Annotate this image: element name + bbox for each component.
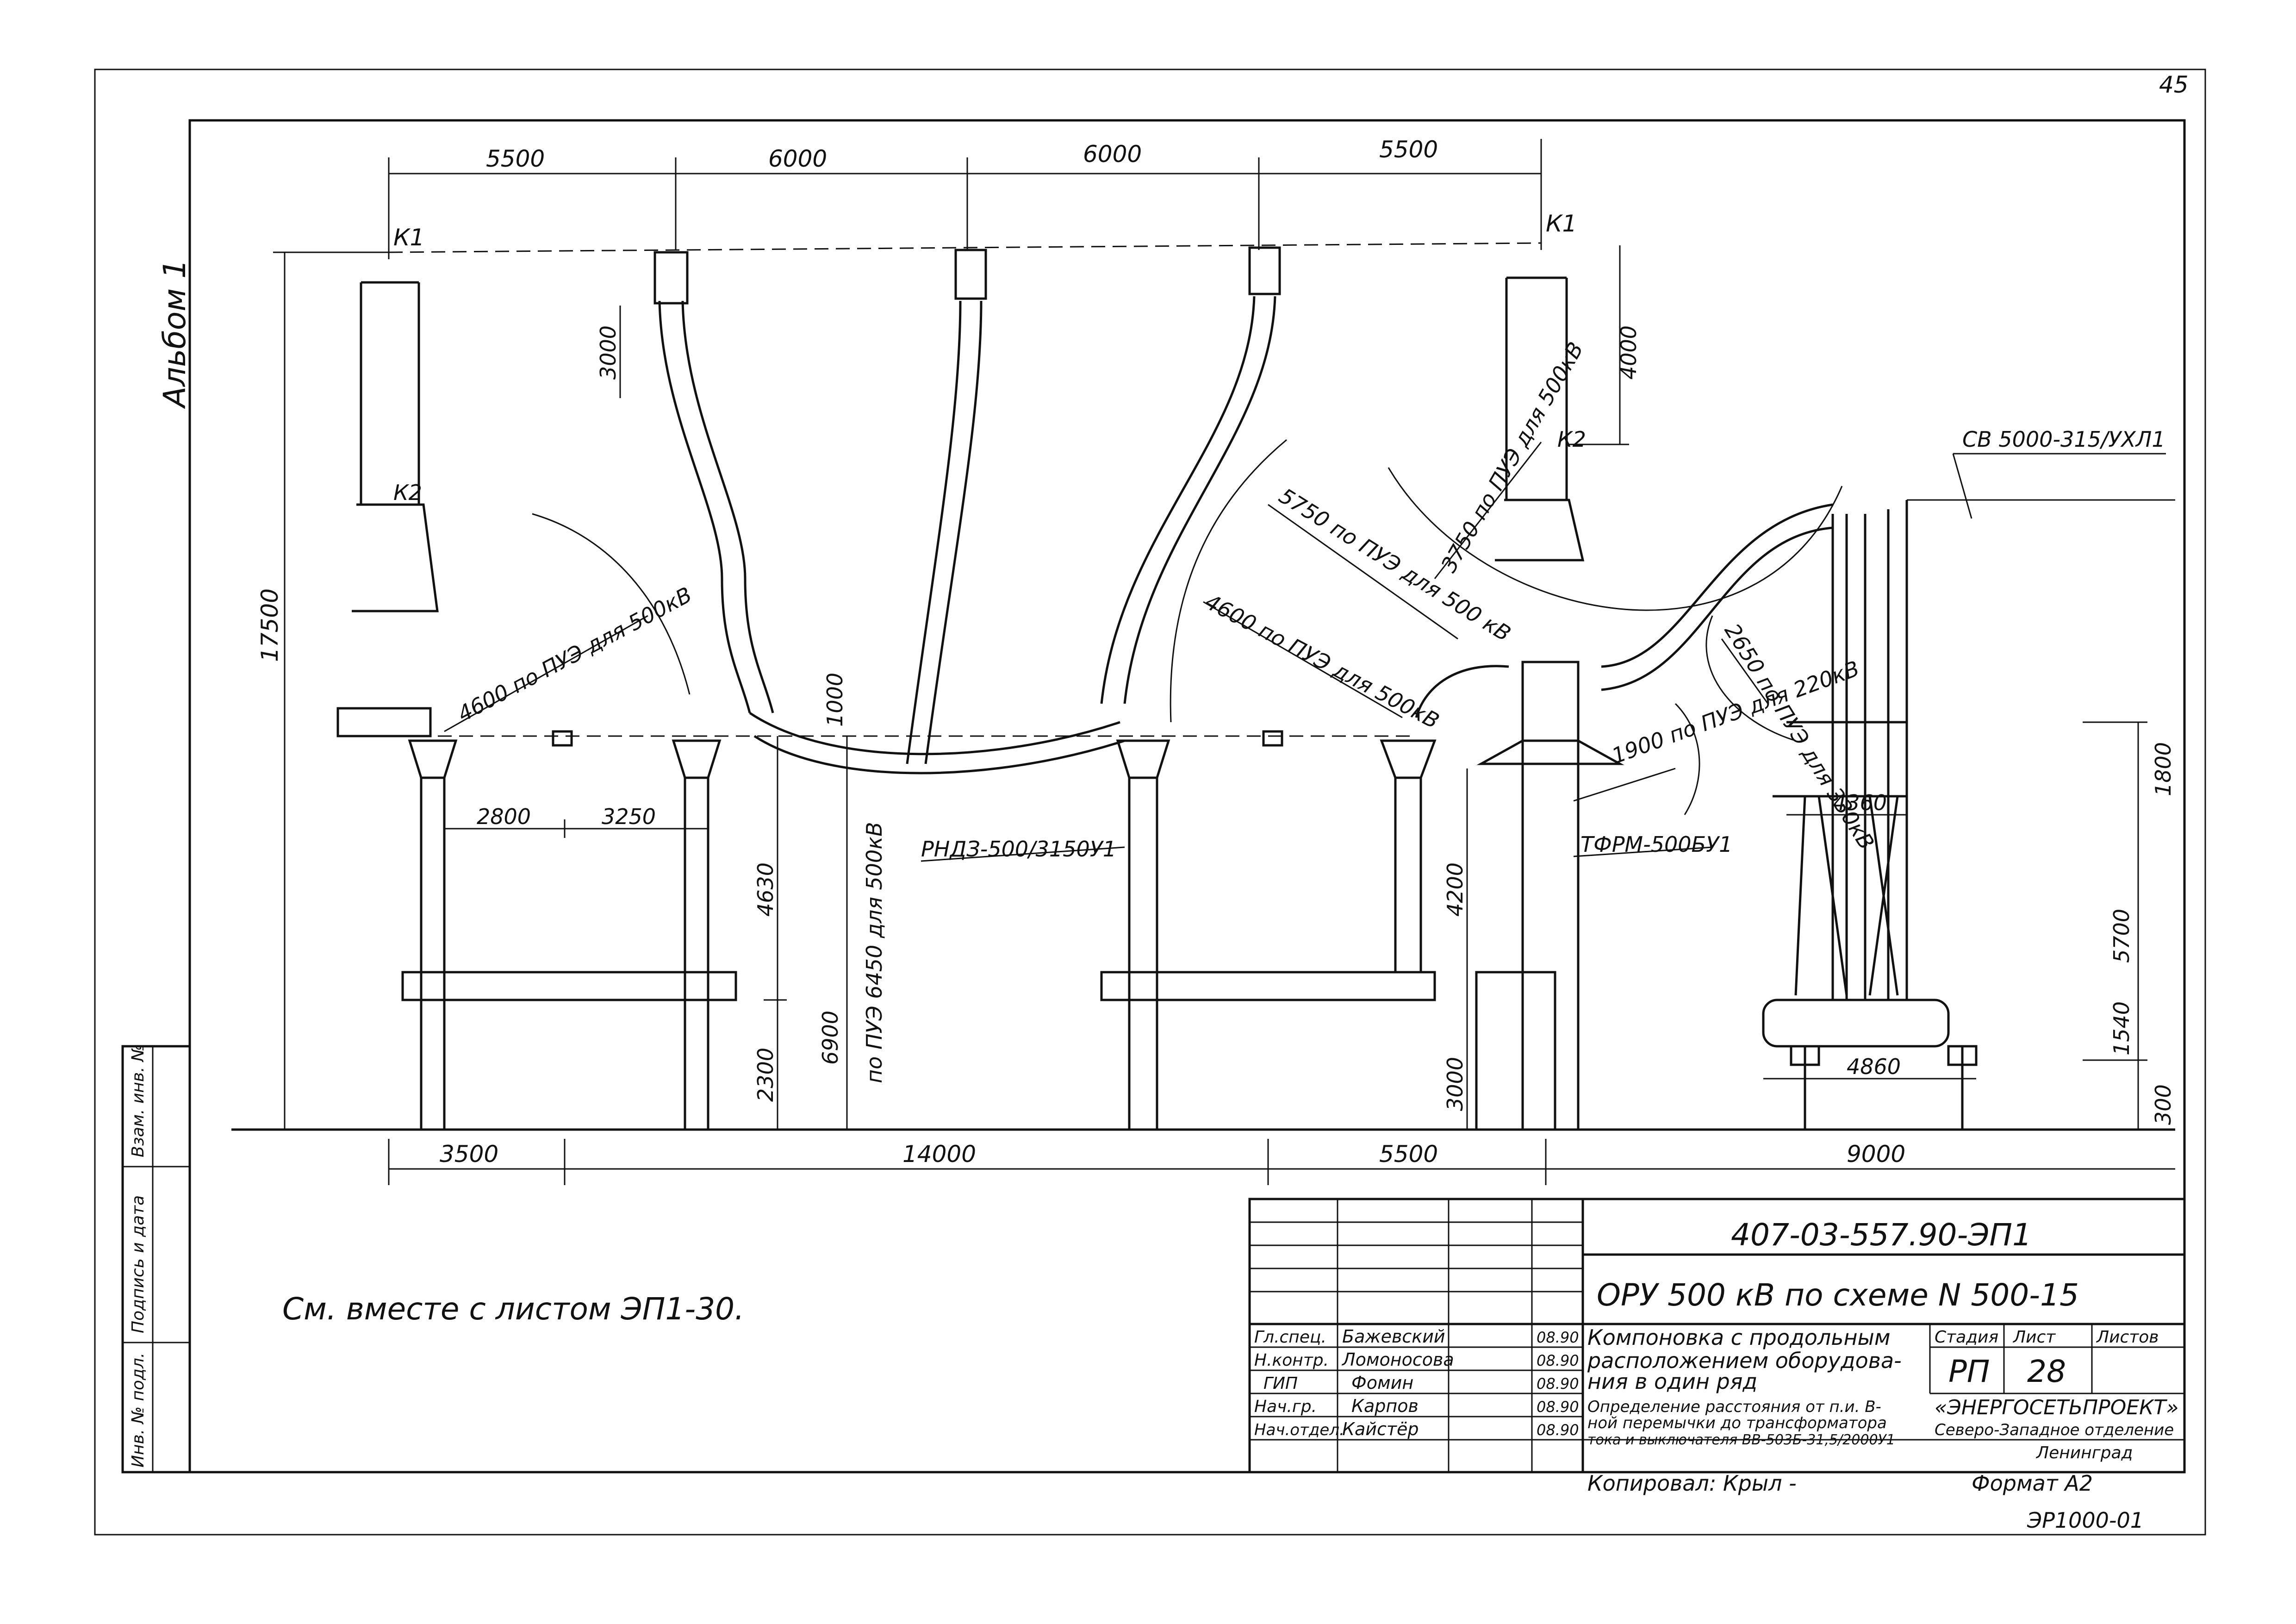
dim-top-1: 5500 bbox=[486, 145, 545, 172]
dim-6900: 6900 bbox=[818, 1011, 843, 1065]
desc-line-2: расположением оборудова- bbox=[1587, 1348, 1902, 1373]
label-k2-right: К2 bbox=[1557, 427, 1586, 452]
dim-bot-3: 5500 bbox=[1379, 1141, 1438, 1168]
stage-label: Стадия bbox=[1935, 1328, 1998, 1347]
dim-4860: 4860 bbox=[1847, 1054, 1901, 1079]
date-3: 08.90 bbox=[1537, 1375, 1579, 1393]
dim-3000-bot: 3000 bbox=[1443, 1057, 1468, 1111]
project-title: ОРУ 500 кВ по схеме N 500-15 bbox=[1597, 1277, 2079, 1313]
name-3: Фомин bbox=[1351, 1373, 1413, 1393]
desc-line-3: ния в один ряд bbox=[1587, 1369, 1757, 1394]
dim-5700: 5700 bbox=[2109, 909, 2134, 963]
side-stamp: Инв. № подл. Подпись и дата Взам. инв. № bbox=[121, 1044, 191, 1474]
desc2-line-3: тока и выключателя ВВ-503Б-31,5/2000У1 bbox=[1587, 1432, 1895, 1448]
dim-bot-1: 3500 bbox=[440, 1141, 498, 1168]
doc-code: 407-03-557.90-ЭП1 bbox=[1731, 1217, 2032, 1253]
role-5: Нач.отдел. bbox=[1254, 1421, 1344, 1439]
title-block: 407-03-557.90-ЭП1 ОРУ 500 кВ по схеме N … bbox=[1248, 1198, 2186, 1496]
date-4: 08.90 bbox=[1537, 1398, 1579, 1416]
middle-dimensions: 2800 3250 4630 2300 6900 по ПУЭ 6450 для… bbox=[443, 673, 2176, 1130]
stage-value: РП bbox=[1948, 1354, 1990, 1389]
note-4600-left: 4600 по ПУЭ для 500кВ bbox=[454, 582, 696, 727]
top-dimension-chain: 5500 6000 6000 5500 bbox=[388, 136, 1542, 259]
top-vertical-dims: 3000 4000 bbox=[596, 245, 1641, 445]
dim-1540: 1540 bbox=[2109, 1001, 2134, 1056]
dim-bot-2: 14000 bbox=[902, 1141, 976, 1168]
copied-by: Копировал: Крыл - bbox=[1587, 1471, 1797, 1496]
left-height-dimension: 17500 bbox=[256, 251, 389, 1130]
dim-4360: 4360 bbox=[1833, 790, 1887, 815]
role-4: Нач.гр. bbox=[1254, 1397, 1317, 1416]
note-4600-right: 4600 по ПУЭ для 500кВ bbox=[1201, 589, 1444, 734]
dim-300: 300 bbox=[2151, 1084, 2176, 1125]
name-1: Бажевский bbox=[1342, 1326, 1445, 1347]
dim-3250: 3250 bbox=[602, 804, 656, 829]
dim-3000-top: 3000 bbox=[596, 325, 621, 380]
date-2: 08.90 bbox=[1537, 1352, 1579, 1369]
label-k1-right: К1 bbox=[1546, 210, 1577, 237]
busbar-k1 bbox=[388, 242, 1542, 253]
format-label: Формат А2 bbox=[1972, 1471, 2093, 1496]
dim-6450: по ПУЭ 6450 для 500кВ bbox=[862, 822, 887, 1083]
dim-1800: 1800 bbox=[2151, 742, 2176, 796]
transformer-right bbox=[1762, 453, 2175, 1130]
org-branch: Северо-Западное отделение bbox=[1935, 1421, 2174, 1439]
portal-column-left: К2 bbox=[352, 281, 439, 612]
sheets-label: Листов bbox=[2096, 1328, 2159, 1347]
desc2-line-1: Определение расстояния от п.и. В- bbox=[1587, 1398, 1881, 1416]
bottom-dimension-chain: 3500 14000 5500 9000 bbox=[388, 1139, 2175, 1185]
inner-frame bbox=[188, 119, 2186, 1474]
dim-4200: 4200 bbox=[1443, 862, 1468, 917]
label-k1-left: К1 bbox=[393, 224, 424, 251]
label-k2-left: К2 bbox=[393, 480, 422, 505]
date-1: 08.90 bbox=[1537, 1329, 1579, 1346]
org-name: «ЭНЕРГОСЕТЬПРОЕКТ» bbox=[1935, 1396, 2178, 1419]
dim-top-3: 6000 bbox=[1083, 141, 1142, 168]
name-2: Ломоносова bbox=[1341, 1349, 1454, 1370]
name-5: Кайстёр bbox=[1342, 1419, 1419, 1439]
desc2-line-2: ной перемычки до трансформатора bbox=[1587, 1414, 1887, 1432]
note-3750: 3750 по ПУЭ для 500кВ bbox=[1436, 338, 1588, 577]
current-transformer bbox=[1475, 661, 1624, 1131]
clearance-dim-lines bbox=[444, 442, 1769, 802]
dim-1000: 1000 bbox=[822, 673, 847, 727]
role-3: ГИП bbox=[1263, 1374, 1298, 1393]
outer-frame bbox=[94, 69, 2206, 1536]
sheet-value: 28 bbox=[2027, 1354, 2066, 1389]
see-note: См. вместе с листом ЭП1-30. bbox=[282, 1291, 744, 1327]
insulator-strings bbox=[653, 246, 1281, 305]
dim-4630: 4630 bbox=[753, 862, 778, 917]
label-tfrm: ТФРМ-500БУ1 bbox=[1580, 832, 1732, 857]
sheet-code: ЭР1000-01 bbox=[2027, 1508, 2144, 1533]
clearance-arcs bbox=[532, 439, 1843, 815]
desc-line-1: Компоновка с продольным bbox=[1587, 1325, 1891, 1350]
conductor-droppers bbox=[658, 296, 1833, 775]
org-city: Ленинград bbox=[2035, 1443, 2133, 1462]
dim-2800: 2800 bbox=[477, 804, 531, 829]
label-rndz: РНДЗ-500/3150У1 bbox=[921, 837, 1116, 862]
date-5: 08.90 bbox=[1537, 1421, 1579, 1439]
name-4: Карпов bbox=[1351, 1396, 1419, 1416]
sheet-label: Лист bbox=[2012, 1328, 2056, 1347]
note-1900: 1900 по ПУЭ для 220кВ bbox=[1608, 656, 1862, 769]
support-insulators bbox=[401, 730, 1437, 1130]
role-2: Н.контр. bbox=[1254, 1351, 1329, 1370]
role-1: Гл.спец. bbox=[1254, 1328, 1326, 1347]
label-tds: СВ 5000-315/УХЛ1 bbox=[1962, 427, 2165, 452]
dim-bot-4: 9000 bbox=[1847, 1141, 1905, 1168]
dim-2300: 2300 bbox=[753, 1048, 778, 1102]
dim-top-4: 5500 bbox=[1379, 136, 1438, 163]
dim-17500: 17500 bbox=[256, 588, 283, 662]
corner-mark: 45 bbox=[2159, 71, 2189, 98]
portal-column-right: К2 bbox=[1495, 276, 1586, 562]
stamp-sign: Подпись и дата bbox=[129, 1195, 148, 1333]
dim-top-2: 6000 bbox=[768, 145, 827, 172]
stamp-vzam: Взам. инв. № bbox=[129, 1044, 148, 1157]
left-stub bbox=[336, 707, 432, 737]
note-2650: 2650 по ПУЭ для 330кВ bbox=[1720, 619, 1879, 854]
stamp-inv: Инв. № подл. bbox=[129, 1353, 148, 1468]
album-label: Альбом 1 bbox=[157, 259, 193, 409]
dim-4000-top: 4000 bbox=[1616, 325, 1641, 380]
